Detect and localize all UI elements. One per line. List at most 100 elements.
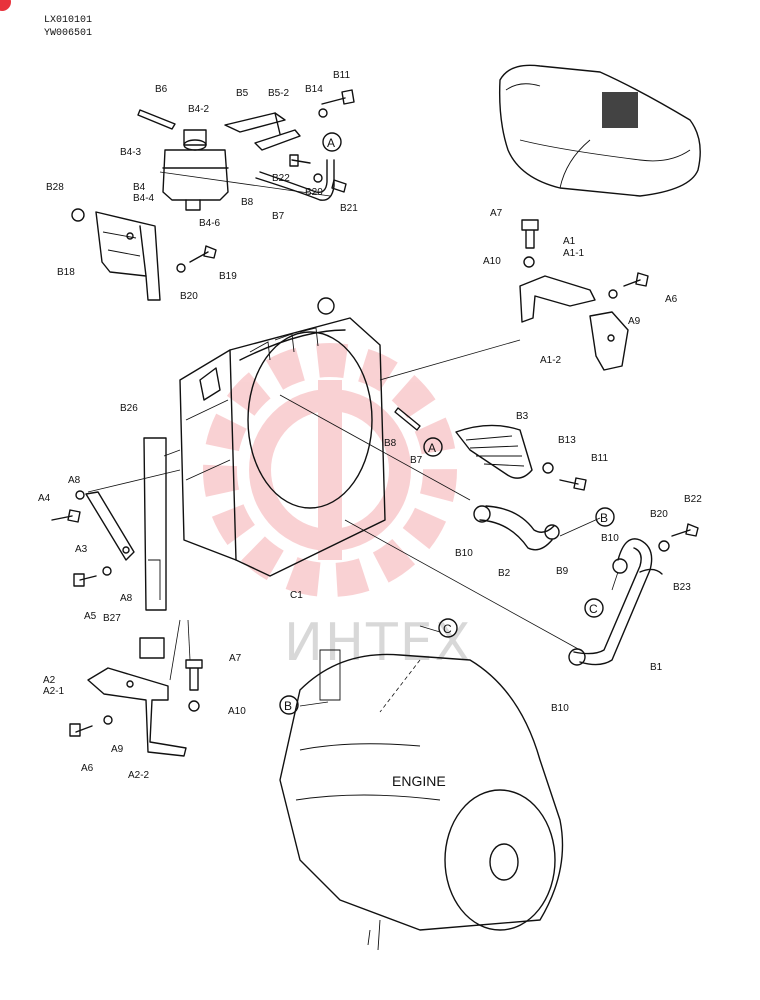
svg-text:B: B	[600, 511, 608, 525]
label-B11-top: B11	[333, 70, 350, 81]
hose-B7-top	[255, 159, 335, 201]
callout-C-right: C	[584, 598, 604, 618]
washer-A10-top	[523, 256, 535, 268]
washer-A8-b	[102, 566, 112, 576]
label-B22-top: B22	[272, 173, 290, 184]
label-B4: B4	[133, 182, 146, 193]
cushion-B27	[139, 637, 165, 659]
pin-B8-mid	[394, 407, 421, 431]
nut-B28	[71, 208, 85, 222]
reservoir-tank	[162, 129, 229, 211]
label-A8-a: A8	[68, 475, 81, 486]
svg-text:A: A	[428, 441, 436, 455]
svg-text:C: C	[589, 602, 598, 616]
label-B9: B9	[556, 566, 569, 577]
label-A1-1: A1-1	[563, 248, 585, 259]
washer-B13	[542, 462, 554, 474]
pin-B6	[137, 109, 176, 130]
hose-B1	[568, 538, 653, 666]
label-B8-mid: B8	[384, 438, 397, 449]
label-B23: B23	[673, 582, 691, 593]
label-A10-low: A10	[228, 706, 246, 717]
bolt-A7-low	[185, 659, 203, 691]
bolt-A6-top	[623, 272, 649, 287]
label-B6: B6	[155, 84, 168, 95]
doc-code-1: LX010101	[44, 15, 92, 26]
label-A9-low: A9	[111, 744, 124, 755]
engine-outline	[279, 649, 564, 951]
fan-guard-B3	[455, 424, 533, 479]
label-A2-1: A2-1	[43, 686, 65, 697]
bolt-A7-top	[521, 219, 539, 249]
label-A1-2: A1-2	[540, 355, 562, 366]
label-B7-top: B7	[272, 211, 285, 222]
hose-B2	[473, 505, 560, 551]
label-B20-right: B20	[650, 509, 668, 520]
label-A7-top: A7	[490, 208, 503, 219]
excavator-thumbnail	[499, 64, 701, 197]
washer-A10-low	[188, 700, 200, 712]
label-B7-mid: B7	[410, 455, 423, 466]
bolt-B22-right	[671, 523, 699, 537]
label-A6-low: A6	[81, 763, 94, 774]
bolt-B11-top	[321, 89, 355, 105]
label-B19: B19	[219, 271, 237, 282]
label-B10-c: B10	[551, 703, 569, 714]
bolt-A5	[73, 573, 97, 587]
label-C1: C1	[290, 590, 303, 601]
bracket-B5	[224, 112, 301, 151]
watermark-text: ИНТЕХ	[284, 613, 472, 673]
stay-A3	[85, 491, 135, 561]
label-B5: B5	[236, 88, 249, 99]
washer-B20-top	[313, 173, 323, 183]
bolt-A6-low	[69, 723, 93, 737]
svg-text:C: C	[443, 622, 452, 636]
label-B20-left: B20	[180, 291, 198, 302]
leader-lines	[87, 171, 619, 707]
label-B26: B26	[120, 403, 138, 414]
label-B27: B27	[103, 613, 121, 624]
label-A6-top: A6	[665, 294, 678, 305]
engine-label: ENGINE	[392, 773, 446, 789]
doc-code-2: YW006501	[44, 28, 92, 39]
label-A5: A5	[84, 611, 97, 622]
svg-text:B: B	[284, 699, 292, 713]
washer-B20-right	[658, 540, 670, 552]
washer-B20-left	[176, 263, 186, 273]
label-B13: B13	[558, 435, 576, 446]
washer-B14	[318, 108, 328, 118]
label-B28: B28	[46, 182, 64, 193]
clip-B21	[331, 179, 347, 193]
label-B5-2: B5-2	[268, 88, 290, 99]
callout-B-engine: B	[279, 695, 299, 715]
label-B8-top: B8	[241, 197, 254, 208]
bracket-A1	[519, 275, 629, 371]
washer-A8-a	[75, 490, 85, 500]
label-B4-2: B4-2	[188, 104, 210, 115]
label-A2: A2	[43, 675, 56, 686]
washer-A9-top	[608, 289, 618, 299]
label-B22-right: B22	[684, 494, 702, 505]
callout-A-mid: A	[423, 437, 443, 457]
label-B18: B18	[57, 267, 75, 278]
label-B14: B14	[305, 84, 323, 95]
bracket-A2	[87, 667, 187, 757]
watermark-gear-icon	[203, 343, 457, 597]
seal-B26	[143, 437, 167, 611]
label-B20-top: B20	[305, 187, 323, 198]
label-A2-2: A2-2	[128, 770, 150, 781]
label-B4-4: B4-4	[133, 193, 155, 204]
label-B10-b: B10	[601, 533, 619, 544]
label-B21: B21	[340, 203, 358, 214]
label-B1: B1	[650, 662, 663, 673]
bolt-B19	[189, 245, 217, 263]
label-B4-3: B4-3	[120, 147, 142, 158]
washer-A9-low	[103, 715, 113, 725]
label-B11-mid: B11	[591, 453, 608, 464]
bolt-B22-top	[289, 154, 311, 167]
label-A7-low: A7	[229, 653, 242, 664]
callout-A-top: A	[322, 132, 342, 152]
svg-text:A: A	[327, 136, 335, 150]
callout-B-right: B	[595, 507, 615, 527]
